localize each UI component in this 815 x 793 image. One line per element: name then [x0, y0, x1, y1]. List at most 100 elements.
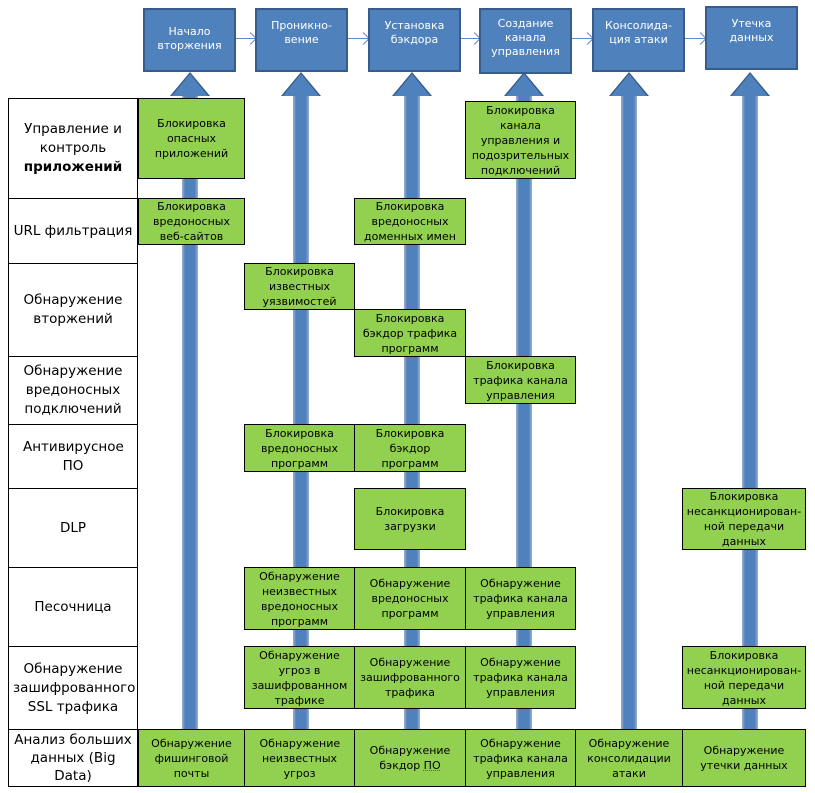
row-label-big-data: Анализ больших данных (Big Data) [8, 729, 138, 787]
cell-text: Обнаружение трафика канала управления [473, 736, 568, 780]
row-label-ssl-inspection: Обнаружение зашифрованного SSL трафика [8, 646, 138, 730]
cell-sandbox-penetration: Обнаружение неизвестных вредоносных прог… [244, 567, 355, 630]
row-label-text: Обнаружение зашифрованного SSL трафика [13, 660, 136, 715]
cell-text: Блокировка канала управления и подозрите… [471, 103, 570, 177]
phase-box-data-leak: Утечка данных [705, 6, 798, 70]
cell-sandbox-command-channel: Обнаружение трафика канала управления [465, 567, 576, 630]
phase-connector-arrow [461, 38, 479, 39]
cell-text: Блокировка загрузки [375, 505, 445, 533]
row-label-text: Управление и контроль приложений [13, 120, 133, 177]
cell-sandbox-backdoor-install: Обнаружение вредоносных программ [354, 567, 466, 630]
arrow-up-icon [283, 74, 319, 96]
row-label-app-control: Управление и контроль приложений [8, 98, 138, 199]
cell-ssl-penetration: Обнаружение угроз в зашифрованном трафик… [244, 646, 355, 709]
row-label-text: DLP [59, 519, 87, 536]
cell-text: Блокировка бэкдор программ [375, 426, 445, 470]
cell-dlp-data-leak: Блокировка несанкционирован-ной передачи… [682, 488, 806, 550]
cell-bigdata-backdoor-install: Обнаружение бэкдор ПО [354, 729, 466, 787]
spellcheck-underlined-word: ПО [423, 759, 441, 772]
cell-bigdata-penetration: Обнаружение неизвестных угроз [244, 729, 355, 787]
arrow-up-icon [394, 74, 430, 96]
phase-arrow-shaft [293, 94, 309, 729]
cell-malconn-command-channel: Блокировка трафика канала управления [465, 356, 576, 404]
arrow-up-icon [506, 74, 542, 96]
cell-text: Блокировка вредоносных доменных имен [364, 200, 456, 243]
phase-label: Создание канала управления [491, 17, 560, 58]
cell-text: Обнаружение фишинговой почты [151, 736, 232, 780]
cell-url-backdoor-install: Блокировка вредоносных доменных имен [354, 198, 466, 245]
row-label-text: Песочница [34, 598, 112, 615]
cell-bigdata-data-leak: Обнаружение утечки данных [682, 729, 806, 787]
row-label-sandbox: Песочница [8, 567, 138, 647]
row-label-bold-part: приложений [23, 159, 123, 175]
arrow-up-icon [172, 74, 208, 96]
phase-box-consolidation: Консолида-ция атаки [592, 8, 685, 72]
cell-ssl-data-leak: Блокировка несанкционирован-ной передачи… [682, 646, 806, 709]
cell-text: Блокировка известных уязвимостей [262, 265, 337, 308]
arrow-up-icon [611, 74, 647, 96]
cell-text: Блокировка бэкдор трафика программ [362, 311, 458, 355]
phase-connector-arrow [572, 38, 592, 39]
cell-text: Обнаружение трафика канала управления [473, 656, 568, 699]
cell-text: Блокировка несанкционирован-ной передачи… [686, 490, 802, 548]
phase-arrow-shaft [742, 94, 758, 729]
cell-text: Блокировка опасных приложений [154, 117, 229, 160]
row-label-url-filtering: URL фильтрация [8, 198, 138, 264]
phase-arrow-shaft [621, 94, 637, 729]
phase-label: Начало вторжения [157, 25, 222, 52]
cell-text: Блокировка вредоносных программ [261, 426, 338, 470]
cell-app-control-intrusion-start: Блокировка опасных приложений [138, 98, 245, 179]
phase-label: Проникно-вение [271, 19, 332, 46]
cell-bigdata-consolidation: Обнаружение консолидации атаки [575, 729, 683, 787]
cell-ssl-command-channel: Обнаружение трафика канала управления [465, 646, 576, 709]
cell-text: Обнаружение угроз в зашифрованном трафик… [251, 648, 348, 707]
cell-bigdata-command-channel: Обнаружение трафика канала управления [465, 729, 576, 787]
phase-connector-arrow [685, 38, 705, 39]
cell-app-control-command-channel: Блокировка канала управления и подозрите… [465, 101, 576, 179]
phase-label: Установка бэкдора [384, 19, 445, 46]
cell-ids-backdoor-install: Блокировка бэкдор трафика программ [354, 309, 466, 357]
cell-ids-penetration: Блокировка известных уязвимостей [244, 263, 355, 310]
phase-box-penetration: Проникно-вение [255, 8, 348, 72]
phase-box-command-channel: Создание канала управления [479, 8, 572, 74]
row-label-text: Обнаружение вредоносных подключений [23, 363, 123, 417]
row-label-antivirus: Антивирусное ПО [8, 424, 138, 489]
row-label-text: URL фильтрация [13, 222, 133, 239]
cell-bigdata-intrusion-start: Обнаружение фишинговой почты [138, 729, 245, 787]
cell-text: Обнаружение трафика канала управления [473, 577, 568, 620]
cell-text: Обнаружение вредоносных программ [369, 577, 451, 620]
cell-av-penetration: Блокировка вредоносных программ [244, 424, 355, 472]
row-label-text: Обнаружение вторжений [23, 292, 123, 327]
cell-av-backdoor-install: Блокировка бэкдор программ [354, 424, 466, 472]
cell-ssl-backdoor-install: Обнаружение зашифрованного трафика [354, 646, 466, 709]
phase-label: Консолида-ция атаки [604, 19, 672, 46]
row-label-malicious-connections: Обнаружение вредоносных подключений [8, 356, 138, 425]
cell-text: Блокировка несанкционирован-ной передачи… [686, 648, 802, 707]
cell-text: Обнаружение неизвестных вредоносных прог… [259, 569, 340, 628]
cell-text: Обнаружение утечки данных [700, 744, 788, 772]
row-label-part: Управление и контроль [24, 121, 122, 156]
cell-text: Обнаружение консолидации атаки [587, 736, 671, 780]
phase-connector-arrow [348, 38, 368, 39]
arrow-up-icon [732, 74, 768, 96]
phase-arrow-shaft [516, 94, 532, 729]
phase-arrow-shaft [182, 94, 198, 729]
row-label-intrusion-detection: Обнаружение вторжений [8, 263, 138, 357]
phase-label: Утечка данных [729, 17, 774, 44]
cell-text: Блокировка вредоносных веб-сайтов [153, 200, 230, 243]
row-label-dlp: DLP [8, 488, 138, 568]
phase-box-backdoor-install: Установка бэкдора [368, 8, 461, 72]
cell-url-intrusion-start: Блокировка вредоносных веб-сайтов [138, 198, 245, 245]
phase-connector-arrow [235, 38, 255, 39]
cell-dlp-backdoor-install: Блокировка загрузки [354, 488, 466, 550]
cell-text: Блокировка трафика канала управления [473, 358, 568, 402]
cell-text: Обнаружение зашифрованного трафика [360, 656, 460, 699]
cell-text-part: Обнаружение бэкдор [369, 744, 451, 772]
phase-box-intrusion-start: Начало вторжения [143, 8, 236, 72]
phase-arrow-shaft [404, 94, 420, 729]
row-label-text: Анализ больших данных (Big Data) [14, 732, 132, 784]
cell-text: Обнаружение бэкдор ПО [365, 743, 455, 773]
row-label-text: Антивирусное ПО [23, 438, 124, 474]
cell-text: Обнаружение неизвестных угроз [259, 736, 341, 780]
